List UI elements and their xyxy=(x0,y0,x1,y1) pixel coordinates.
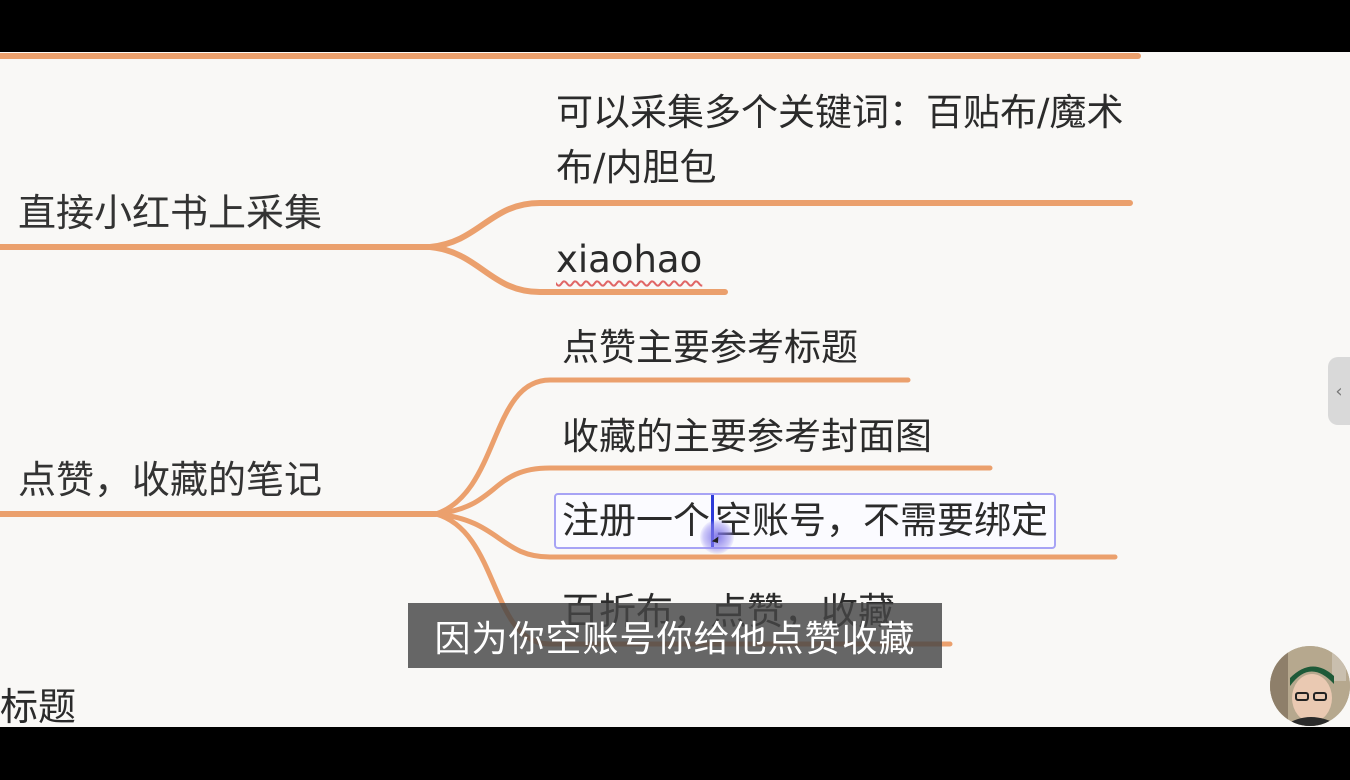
node-xiaohao[interactable]: xiaohao xyxy=(556,232,702,288)
node-fav-cover[interactable]: 收藏的主要参考封面图 xyxy=(562,415,932,458)
register-text-after-caret: 空账号，不需要绑定 xyxy=(715,499,1048,542)
misspelled-word: xiaohao xyxy=(556,238,703,281)
node-cut-title[interactable]: 标题 xyxy=(0,685,77,727)
chevron-left-icon: ‹ xyxy=(1335,380,1343,402)
node-keywords[interactable]: 可以采集多个关键词：百贴布/魔术布/内胆包 xyxy=(556,91,1124,189)
branch-to-fav-cover xyxy=(433,465,993,517)
presenter-avatar xyxy=(1270,646,1350,726)
side-panel-toggle[interactable]: ‹ xyxy=(1328,357,1350,425)
branch-to-like-title xyxy=(433,377,911,517)
branch-to-keywords xyxy=(427,200,1133,250)
node-likes-favorites[interactable]: 点赞，收藏的笔记 xyxy=(18,458,323,502)
register-text-before-caret: 注册一个 xyxy=(562,499,710,542)
cursor-highlight xyxy=(700,520,734,554)
video-subtitle: 因为你空账号你给他点赞收藏 xyxy=(408,603,942,668)
mindmap-branches xyxy=(0,53,1141,647)
node-register-editing[interactable]: 注册一个空账号，不需要绑定 xyxy=(554,493,1056,549)
node-like-title[interactable]: 点赞主要参考标题 xyxy=(562,326,858,369)
branch-to-xiaohao xyxy=(427,244,728,295)
node-collect-xiaohongshu[interactable]: 直接小红书上采集 xyxy=(18,191,323,235)
branch-to-register xyxy=(433,511,1118,560)
